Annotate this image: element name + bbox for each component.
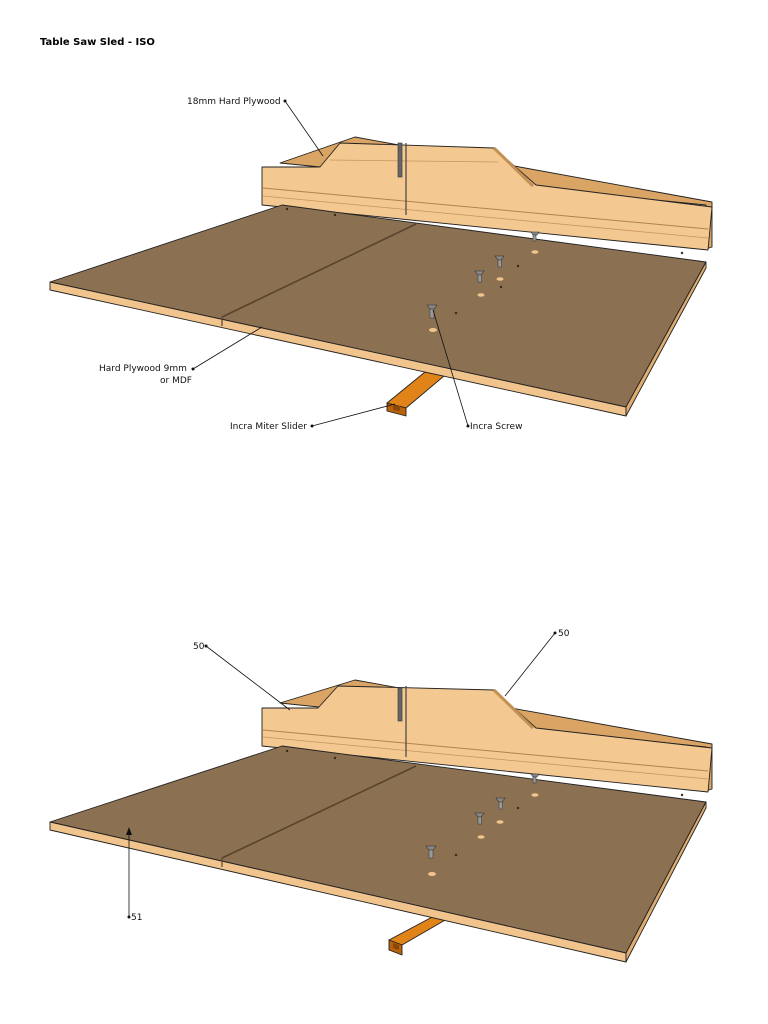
sled-view-top: 18mm Hard Plywood Hard Plywood 9mm or MD… — [49, 97, 713, 432]
label-miter-slider: Incra Miter Slider — [230, 422, 307, 432]
sled-base-bottom — [49, 745, 707, 963]
callouts-bottom: 50 50 51 — [126, 629, 570, 923]
incra-screws-bottom — [425, 773, 540, 859]
label-base-material-line2: or MDF — [160, 376, 192, 386]
label-fence-material: 18mm Hard Plywood — [187, 97, 281, 107]
miter-slider — [386, 371, 445, 417]
label-fence-right-part: 50 — [558, 629, 570, 639]
incra-screws — [426, 231, 540, 319]
label-fence-left-part: 50 — [193, 642, 205, 652]
label-base-part: 51 — [131, 913, 142, 923]
label-base-material-line1: Hard Plywood 9mm — [99, 364, 187, 374]
sled-view-bottom: 50 50 51 — [49, 629, 713, 963]
fence-front-face — [261, 142, 713, 251]
miter-slider-bottom — [388, 914, 448, 956]
callouts-top: 18mm Hard Plywood Hard Plywood 9mm or MD… — [99, 97, 522, 432]
page-title: Table Saw Sled - ISO — [40, 37, 155, 48]
sled-base — [49, 204, 707, 417]
fence-front-face-bottom — [261, 685, 713, 793]
label-screw: Incra Screw — [470, 422, 522, 432]
